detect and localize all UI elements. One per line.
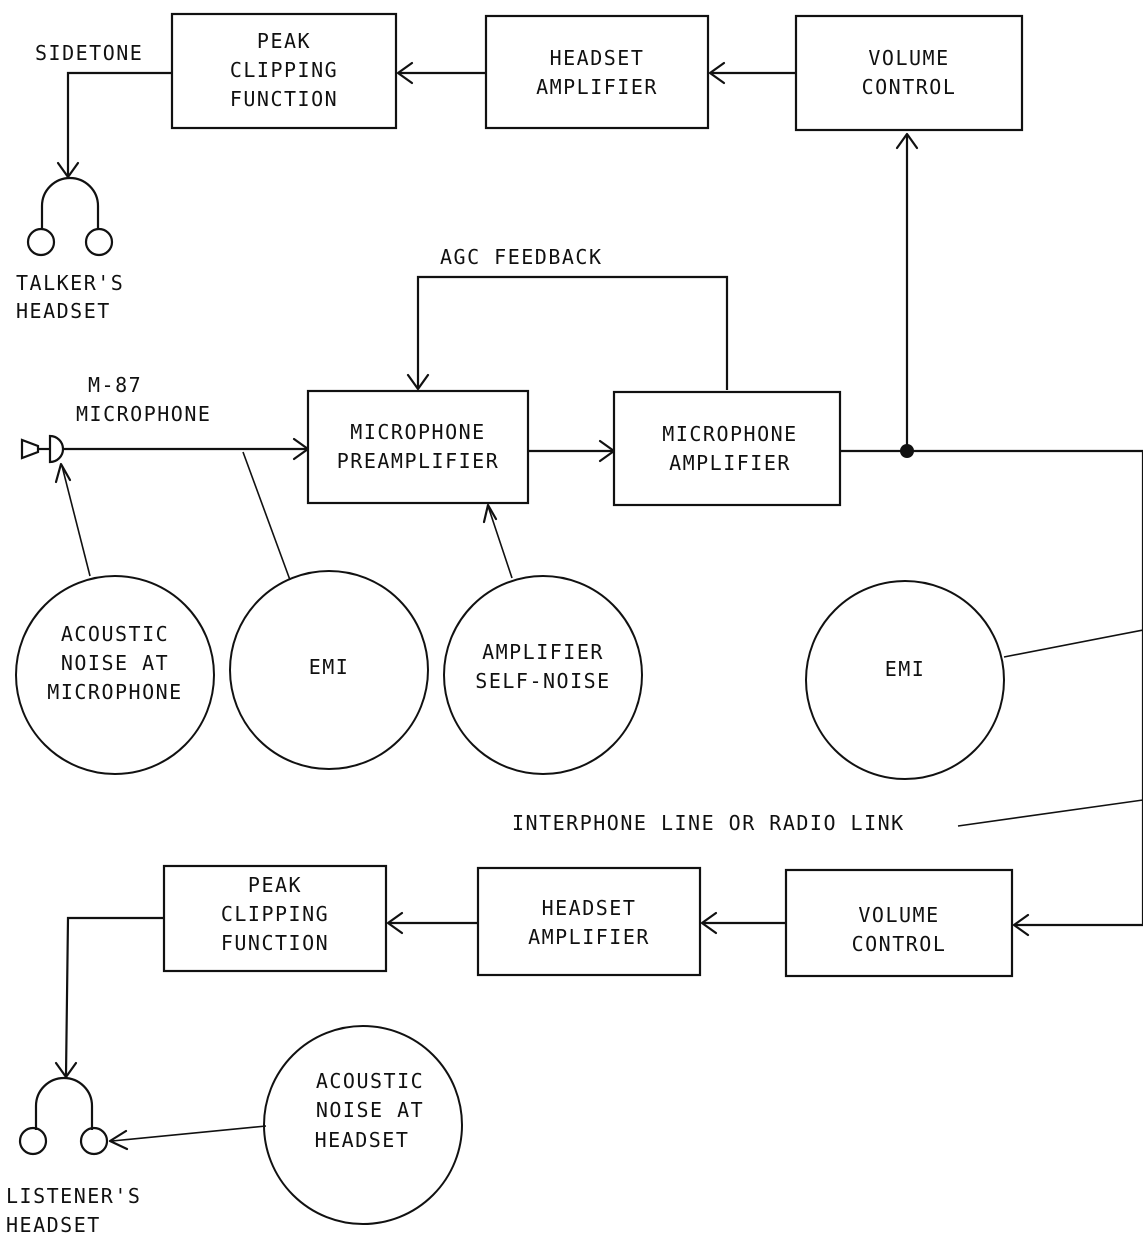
svg-text:HEADSET: HEADSET <box>16 299 111 323</box>
listener-headset-label: LISTENER'S <box>6 1184 141 1208</box>
svg-text:FUNCTION: FUNCTION <box>221 931 329 955</box>
svg-text:CLIPPING: CLIPPING <box>221 902 329 926</box>
svg-text:PREAMPLIFIER: PREAMPLIFIER <box>337 449 500 473</box>
svg-text:VOLUME: VOLUME <box>858 903 939 927</box>
agc-feedback-line <box>406 275 729 391</box>
amplifier-self-noise-circle: AMPLIFIER SELF-NOISE <box>443 575 643 775</box>
talker-headset-icon <box>26 176 114 257</box>
return-wire <box>1012 451 1143 937</box>
svg-text:CONTROL: CONTROL <box>862 75 957 99</box>
svg-text:MICROPHONE: MICROPHONE <box>76 402 211 426</box>
emi-circle-right: EMI <box>805 580 1005 780</box>
wire-mic-to-preamp <box>63 437 310 461</box>
emi-circle-left: EMI <box>229 570 429 770</box>
sidetone-label: SIDETONE <box>35 41 143 65</box>
svg-text:HEADSET: HEADSET <box>542 896 637 920</box>
listener-headset-icon <box>18 1076 109 1156</box>
arrow-volume-to-headset-amp-bottom <box>700 911 786 935</box>
wire-preamp-to-amp <box>528 439 616 463</box>
svg-text:AMPLIFIER: AMPLIFIER <box>669 451 791 475</box>
svg-text:AMPLIFIER: AMPLIFIER <box>482 640 604 664</box>
arrow-self-noise-to-preamp <box>482 503 513 579</box>
volume-control-box-bottom: VOLUME CONTROL <box>784 868 1014 978</box>
svg-text:CLIPPING: CLIPPING <box>230 58 338 82</box>
arrow-clipping-to-talker-headset <box>56 71 172 179</box>
arrow-clipping-to-listener-headset <box>54 916 164 1079</box>
svg-text:NOISE AT: NOISE AT <box>316 1098 424 1122</box>
arrow-headset-amp-to-clipping <box>396 61 486 85</box>
talker-headset-label: TALKER'S <box>16 271 124 295</box>
arrow-volume-to-headset-amp <box>708 61 796 85</box>
arrow-acoustic-to-listener-headset <box>108 1125 267 1151</box>
peak-clipping-box-bottom: PEAK CLIPPING FUNCTION <box>162 864 388 973</box>
arrow-acoustic-to-mic <box>54 462 91 577</box>
acoustic-noise-headset-circle: ACOUSTIC NOISE AT HEADSET <box>263 1025 463 1225</box>
headset-amplifier-box-top: HEADSET AMPLIFIER <box>484 14 710 130</box>
svg-text:EMI: EMI <box>885 657 926 681</box>
arrow-emi-right-to-line <box>1003 629 1143 658</box>
svg-text:ACOUSTIC: ACOUSTIC <box>61 622 169 646</box>
interphone-line-label: INTERPHONE LINE OR RADIO LINK <box>512 811 905 835</box>
microphone-icon <box>20 434 65 464</box>
svg-text:ACOUSTIC: ACOUSTIC <box>316 1069 424 1093</box>
svg-text:AMPLIFIER: AMPLIFIER <box>536 75 658 99</box>
svg-text:MICROPHONE: MICROPHONE <box>662 422 797 446</box>
agc-feedback-label: AGC FEEDBACK <box>440 245 603 269</box>
svg-text:PEAK: PEAK <box>257 29 311 53</box>
svg-text:FUNCTION: FUNCTION <box>230 87 338 111</box>
svg-text:MICROPHONE: MICROPHONE <box>350 420 485 444</box>
headset-amplifier-box-bottom: HEADSET AMPLIFIER <box>476 866 702 977</box>
svg-text:SELF-NOISE: SELF-NOISE <box>475 669 610 693</box>
arrow-emi-to-wire <box>242 451 291 581</box>
arrow-headset-amp-to-clipping-bottom <box>386 911 478 935</box>
svg-text:VOLUME: VOLUME <box>868 46 949 70</box>
svg-text:HEADSET: HEADSET <box>550 46 645 70</box>
svg-text:PEAK: PEAK <box>248 873 302 897</box>
acoustic-noise-microphone-circle: ACOUSTIC NOISE AT MICROPHONE <box>15 575 215 775</box>
peak-clipping-box-top: PEAK CLIPPING FUNCTION <box>170 12 398 130</box>
svg-text:AMPLIFIER: AMPLIFIER <box>528 925 650 949</box>
svg-text:NOISE AT: NOISE AT <box>61 651 169 675</box>
mic-amplifier-box: MICROPHONE AMPLIFIER <box>612 390 842 507</box>
volume-control-box-top: VOLUME CONTROL <box>794 14 1024 132</box>
svg-text:CONTROL: CONTROL <box>852 932 947 956</box>
arrow-line-label <box>957 799 1143 827</box>
output-line <box>840 132 1143 458</box>
svg-text:MICROPHONE: MICROPHONE <box>47 680 182 704</box>
microphone-label: M-87 <box>88 373 142 397</box>
svg-text:HEADSET: HEADSET <box>6 1213 101 1237</box>
svg-text:EMI: EMI <box>309 655 350 679</box>
svg-text:HEADSET: HEADSET <box>315 1128 410 1152</box>
mic-preamplifier-box: MICROPHONE PREAMPLIFIER <box>306 389 530 505</box>
